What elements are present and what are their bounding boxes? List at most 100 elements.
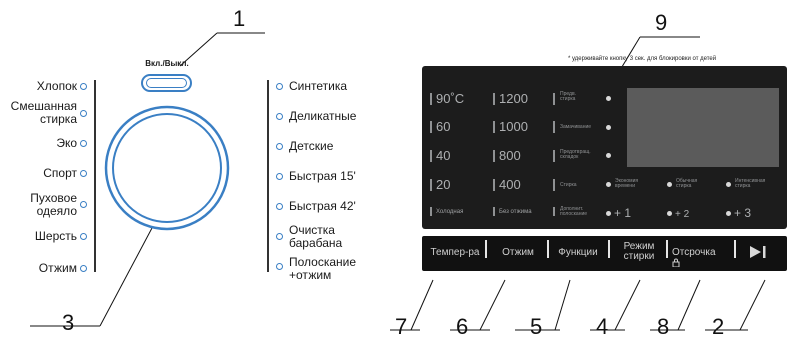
function-indicator [553, 207, 555, 216]
spin-indicator [493, 93, 495, 105]
spin-indicator [493, 179, 495, 191]
program-label: Полоскание +отжим [289, 255, 357, 282]
program-item-rinse-spin[interactable]: Полоскание +отжим [289, 256, 356, 282]
left-program-bar [94, 80, 96, 272]
rinse-plus2: + 2 [675, 209, 690, 220]
delay-button[interactable]: Отсрочка [672, 248, 724, 269]
button-separator [485, 240, 487, 258]
child-lock-note: * удерживайте кнопку 3 сек. для блокиров… [568, 56, 717, 62]
program-label: Эко [56, 136, 77, 151]
program-item-delicates[interactable]: Деликатные [289, 110, 356, 123]
spin-indicator [493, 207, 495, 216]
temp-indicator [430, 207, 432, 216]
program-indicator [80, 140, 87, 147]
program-indicator [276, 263, 283, 270]
program-indicator [80, 201, 87, 208]
program-label: Синтетика [289, 79, 348, 93]
program-label: Спорт [43, 166, 77, 181]
power-button[interactable] [141, 74, 192, 92]
program-label: Отжим [38, 261, 77, 276]
wash-mode-button[interactable]: Режим стирки [623, 241, 655, 262]
spin-button[interactable]: Отжим [502, 247, 534, 258]
program-item-mixed[interactable]: Смешанная стирка [11, 100, 77, 126]
function-led [606, 125, 611, 130]
program-dial-inner [112, 113, 222, 223]
callout-4: 4 [596, 314, 609, 339]
temp-indicator [430, 121, 432, 133]
program-item-duvet[interactable]: Пуховое одеяло [30, 192, 77, 218]
program-label: Очистка барабана [289, 223, 343, 250]
function-prewash: Предв. стирка [560, 91, 577, 102]
callout-7: 7 [395, 314, 408, 339]
temp-90: 90˚C [436, 91, 465, 106]
program-indicator [276, 233, 283, 240]
program-item-synthetics[interactable]: Синтетика [289, 80, 347, 93]
program-label: Шерсть [34, 229, 77, 244]
program-label: Детские [289, 139, 334, 153]
callout-9: 9 [655, 10, 668, 35]
function-indicator [553, 93, 555, 105]
power-label: Вкл./Выкл. [145, 59, 189, 68]
mode-intensive: Интенсивная стирка [735, 178, 766, 189]
program-item-quick15[interactable]: Быстрая 15' [289, 170, 356, 183]
temp-20: 20 [436, 177, 451, 192]
mode-normal: Обычная стирка [676, 178, 698, 189]
right-program-bar [267, 80, 269, 272]
program-indicator [80, 83, 87, 90]
functions-button[interactable]: Функции [558, 247, 598, 258]
program-item-cotton[interactable]: Хлопок [37, 80, 77, 93]
program-item-baby[interactable]: Детские [289, 140, 333, 153]
play-pause-icon[interactable] [748, 245, 768, 259]
program-label: Быстрая 15' [289, 169, 356, 183]
program-indicator [276, 173, 283, 180]
spin-1200: 1200 [499, 91, 528, 106]
temp-cold: Холодная [436, 209, 464, 215]
spin-400: 400 [499, 177, 521, 192]
program-indicator [80, 265, 87, 272]
rinse-led [667, 211, 672, 216]
spin-800: 800 [499, 148, 521, 163]
callout-1: 1 [233, 6, 246, 31]
temp-indicator [430, 150, 432, 162]
program-label: Быстрая 42' [289, 199, 356, 213]
program-item-wool[interactable]: Шерсть [35, 230, 77, 243]
program-label: Деликатные [289, 109, 357, 123]
function-indicator [553, 121, 555, 133]
program-item-eco[interactable]: Эко [56, 137, 77, 150]
spin-indicator [493, 150, 495, 162]
program-item-sport[interactable]: Спорт [43, 167, 77, 180]
function-indicator [553, 150, 555, 162]
lock-icon [672, 258, 680, 268]
rinse-plus1: + 1 [614, 206, 632, 220]
program-indicator [276, 203, 283, 210]
temp-button[interactable]: Темпер-ра [430, 247, 480, 258]
function-soak: Замачивание [560, 124, 592, 130]
program-label: Смешанная стирка [10, 99, 77, 126]
program-indicator [276, 83, 283, 90]
program-item-drum-clean[interactable]: Очистка барабана [289, 224, 342, 250]
function-anticrease: Предотвращ. складок [560, 149, 591, 160]
program-indicator [80, 110, 87, 117]
program-indicator [276, 113, 283, 120]
mode-led [667, 182, 672, 187]
program-item-quick42[interactable]: Быстрая 42' [289, 200, 356, 213]
temp-indicator [430, 93, 432, 105]
spin-none: Без отжима [499, 209, 532, 215]
program-item-spin[interactable]: Отжим [39, 262, 77, 275]
temp-40: 40 [436, 148, 451, 163]
button-separator [734, 240, 736, 258]
temp-indicator [430, 179, 432, 191]
control-bar [422, 236, 787, 271]
button-separator [608, 240, 610, 258]
rinse-plus3: + 3 [734, 206, 752, 220]
program-label: Пуховое одеяло [30, 191, 77, 218]
display-screen [627, 88, 779, 167]
function-extra-rinse: Дополнит. полоскание [560, 206, 588, 217]
mode-time-save: Экономия времени [615, 178, 639, 189]
program-indicator [276, 143, 283, 150]
callout-2: 2 [712, 314, 725, 339]
callout-6: 6 [456, 314, 469, 339]
function-wash: Стирка [560, 182, 577, 188]
mode-led [606, 182, 611, 187]
